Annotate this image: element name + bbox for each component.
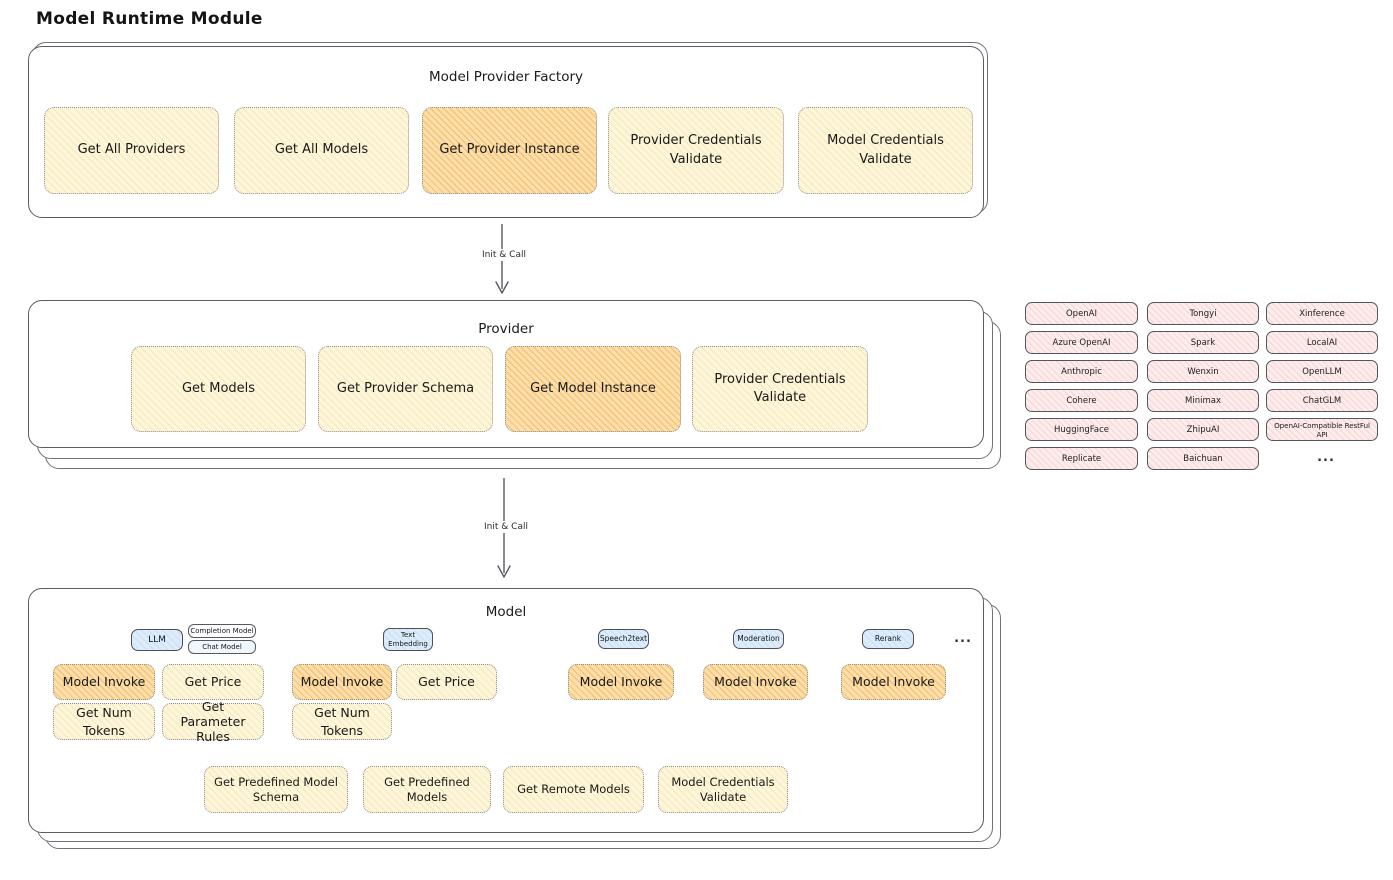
provider-pill-azure-openai: Azure OpenAI bbox=[1025, 331, 1138, 354]
provider-pill-openai-compatible: OpenAI-Compatible RestFul API bbox=[1266, 418, 1378, 441]
node-get-model-instance: Get Model Instance bbox=[505, 346, 681, 432]
node-speech2text-model-invoke: Model Invoke bbox=[568, 664, 674, 700]
model-container: Model LLM Completion Model Chat Model Te… bbox=[28, 588, 984, 833]
provider-pill-xinference: Xinference bbox=[1266, 302, 1378, 325]
node-get-provider-instance: Get Provider Instance bbox=[422, 107, 597, 194]
provider-pill-wenxin: Wenxin bbox=[1147, 360, 1259, 383]
node-get-remote-models: Get Remote Models bbox=[503, 766, 644, 813]
node-model-credentials-validate: Model Credentials Validate bbox=[798, 107, 973, 194]
provider-pill-openllm: OpenLLM bbox=[1266, 360, 1378, 383]
provider-pill-huggingface: HuggingFace bbox=[1025, 418, 1138, 441]
node-provider-credentials-validate-2: Provider Credentials Validate bbox=[692, 346, 868, 432]
provider-pill-openai: OpenAI bbox=[1025, 302, 1138, 325]
node-get-predefined-model-schema: Get Predefined Model Schema bbox=[204, 766, 348, 813]
provider-title: Provider bbox=[478, 321, 534, 337]
node-llm-get-num-tokens: Get Num Tokens bbox=[53, 703, 155, 740]
node-provider-credentials-validate: Provider Credentials Validate bbox=[608, 107, 784, 194]
node-get-all-models: Get All Models bbox=[234, 107, 409, 194]
factory-container: Model Provider Factory Get All Providers… bbox=[28, 46, 984, 218]
provider-pill-baichuan: Baichuan bbox=[1147, 447, 1259, 470]
node-get-provider-schema: Get Provider Schema bbox=[318, 346, 493, 432]
tab-rerank: Rerank bbox=[862, 629, 914, 649]
node-llm-get-price: Get Price bbox=[162, 664, 264, 700]
init-call-label-top: Init & Call bbox=[476, 249, 532, 261]
provider-pill-minimax: Minimax bbox=[1147, 389, 1259, 412]
node-get-all-providers: Get All Providers bbox=[44, 107, 219, 194]
tab-text-embedding: Text Embedding bbox=[383, 628, 433, 651]
provider-pill-tongyi: Tongyi bbox=[1147, 302, 1259, 325]
subtab-chat-model: Chat Model bbox=[188, 640, 256, 654]
node-embedding-model-invoke: Model Invoke bbox=[292, 664, 392, 700]
provider-pill-anthropic: Anthropic bbox=[1025, 360, 1138, 383]
page-title: Model Runtime Module bbox=[36, 9, 263, 29]
provider-pill-spark: Spark bbox=[1147, 331, 1259, 354]
provider-pill-localai: LocalAI bbox=[1266, 331, 1378, 354]
providers-more-ellipsis: ... bbox=[1317, 450, 1335, 465]
node-rerank-model-invoke: Model Invoke bbox=[841, 664, 946, 700]
node-model-credentials-validate-2: Model Credentials Validate bbox=[658, 766, 788, 813]
node-llm-model-invoke: Model Invoke bbox=[53, 664, 155, 700]
model-title: Model bbox=[485, 604, 527, 620]
node-embedding-get-price: Get Price bbox=[396, 664, 497, 700]
factory-title: Model Provider Factory bbox=[428, 69, 583, 85]
node-get-models: Get Models bbox=[131, 346, 306, 432]
node-get-predefined-models: Get Predefined Models bbox=[363, 766, 491, 813]
model-types-more-ellipsis: ... bbox=[954, 631, 972, 646]
provider-pill-cohere: Cohere bbox=[1025, 389, 1138, 412]
provider-pill-chatglm: ChatGLM bbox=[1266, 389, 1378, 412]
provider-pill-replicate: Replicate bbox=[1025, 447, 1138, 470]
subtab-completion-model: Completion Model bbox=[188, 624, 256, 638]
tab-llm: LLM bbox=[131, 629, 183, 651]
provider-container: Provider Get Models Get Provider Schema … bbox=[28, 300, 984, 448]
node-moderation-model-invoke: Model Invoke bbox=[703, 664, 808, 700]
provider-pill-zhipuai: ZhipuAI bbox=[1147, 418, 1259, 441]
node-llm-get-parameter-rules: Get Parameter Rules bbox=[162, 699, 264, 744]
tab-speech2text: Speech2text bbox=[598, 629, 649, 649]
init-call-label-bottom: Init & Call bbox=[478, 521, 534, 533]
tab-moderation: Moderation bbox=[733, 629, 784, 649]
node-embedding-get-num-tokens: Get Num Tokens bbox=[292, 703, 392, 740]
